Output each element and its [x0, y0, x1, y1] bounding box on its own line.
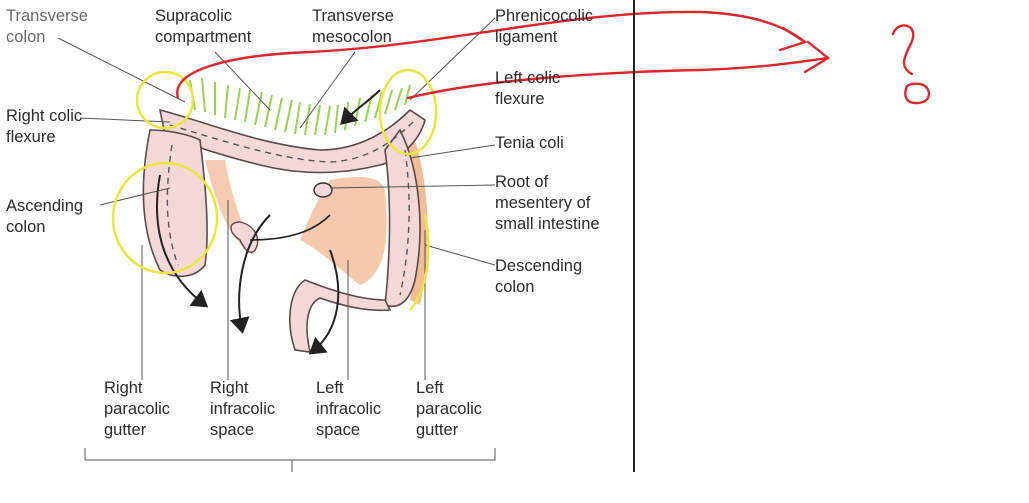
label-phrenicocolic-ligament: Phrenicocolic ligament: [495, 7, 594, 46]
mesocolon-fringe: [189, 77, 411, 136]
handwritten-question-mark: [891, 24, 931, 105]
tenia-coli-bands: [166, 119, 416, 296]
label-left-infracolic-space: Left infracolic space: [316, 379, 382, 439]
left-infracolic-shading: [300, 177, 387, 285]
label-root-of-mesentery: Root of mesentery of small intestine: [495, 173, 600, 233]
label-left-colic-flexure: Left colic flexure: [495, 69, 561, 108]
label-transverse-mesocolon: Transverse mesocolon: [312, 7, 394, 46]
yellow-highlight-circles: [111, 68, 438, 311]
label-descending-colon: Descending colon: [495, 257, 583, 296]
label-supracolic-compartment: Supracolic compartment: [155, 7, 252, 46]
label-right-paracolic-gutter: Right paracolic gutter: [104, 379, 171, 439]
label-transverse-colon: Transverse colon: [6, 7, 88, 46]
root-of-mesentery-stump: [313, 182, 333, 198]
label-tenia-coli: Tenia coli: [495, 134, 564, 152]
colon-outline: [142, 108, 426, 353]
label-right-colic-flexure: Right colic flexure: [6, 107, 83, 146]
label-ascending-colon: Ascending colon: [6, 197, 84, 236]
red-annotation-arrows: [176, 10, 831, 100]
label-right-infracolic-space: Right infracolic space: [210, 379, 276, 439]
panel-divider: [633, 0, 635, 472]
label-left-paracolic-gutter: Left paracolic gutter: [416, 379, 483, 439]
flow-arrows: [156, 89, 381, 355]
